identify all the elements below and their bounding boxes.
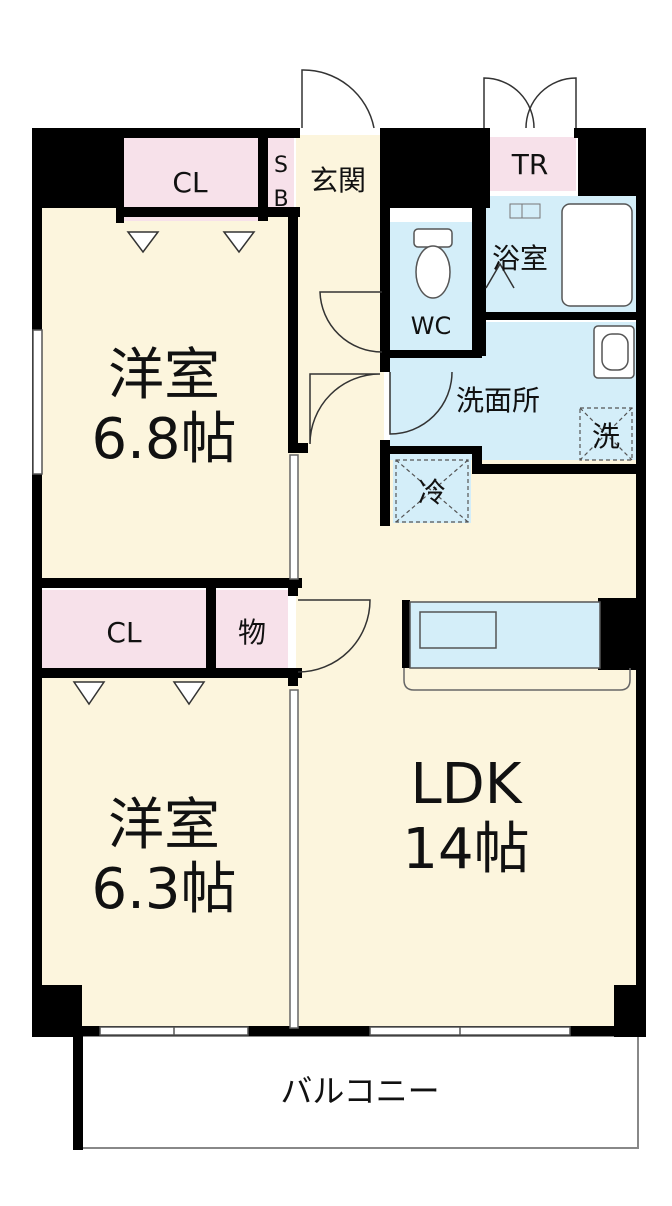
closet-1-label: CL: [172, 166, 208, 199]
shoe-box-area: [268, 137, 294, 215]
ldk-name: LDK: [410, 752, 522, 817]
trunk-room-label: TR: [511, 148, 549, 181]
bath-controls: [509, 203, 541, 219]
shoe-box-s-label: S: [274, 153, 288, 178]
washer-label: 洗: [592, 420, 620, 453]
kitchen-counter: [402, 600, 631, 691]
toilet-label: WC: [411, 312, 452, 340]
closet-2-area: [42, 590, 206, 668]
fridge-label: 冷: [418, 476, 446, 509]
hallway-floor: [296, 222, 384, 462]
door-swings: [297, 69, 577, 673]
western-room-2-size: 6.3帖: [91, 857, 236, 922]
western-room-1-name: 洋室: [108, 343, 220, 408]
walls: [32, 128, 646, 1037]
ldk-floor: [296, 455, 636, 1030]
balcony-label: バルコニー: [280, 1072, 439, 1110]
western-room-1-size: 6.8帖: [91, 407, 236, 472]
ldk-size: 14帖: [402, 817, 529, 882]
storage-label: 物: [238, 616, 266, 649]
wash-basin-fixture: [593, 325, 635, 379]
trunk-room-area: [484, 137, 576, 191]
fridge-area: [393, 457, 471, 523]
western-room-2-name: 洋室: [108, 793, 220, 858]
fridge-space: [395, 459, 469, 523]
western-room-2-floor: [42, 677, 296, 1030]
balcony-area: [81, 1035, 639, 1149]
toilet-fixture: [413, 228, 453, 299]
shoe-box-b-label: B: [273, 187, 288, 212]
closet-2-label: CL: [106, 616, 142, 649]
sliding-doors: [289, 454, 299, 1029]
washer-space: [579, 407, 633, 461]
balcony-wall-left: [73, 1030, 83, 1150]
bathtub-fixture: [561, 203, 633, 307]
storage-area: [216, 590, 288, 668]
entrance-label: 玄関: [310, 164, 366, 197]
western-room-1-floor: [42, 207, 296, 583]
bathroom-label: 浴室: [492, 242, 548, 275]
washroom-label: 洗面所: [456, 384, 540, 417]
entrance-floor: [296, 135, 382, 225]
closet-door-markers: [72, 231, 256, 706]
